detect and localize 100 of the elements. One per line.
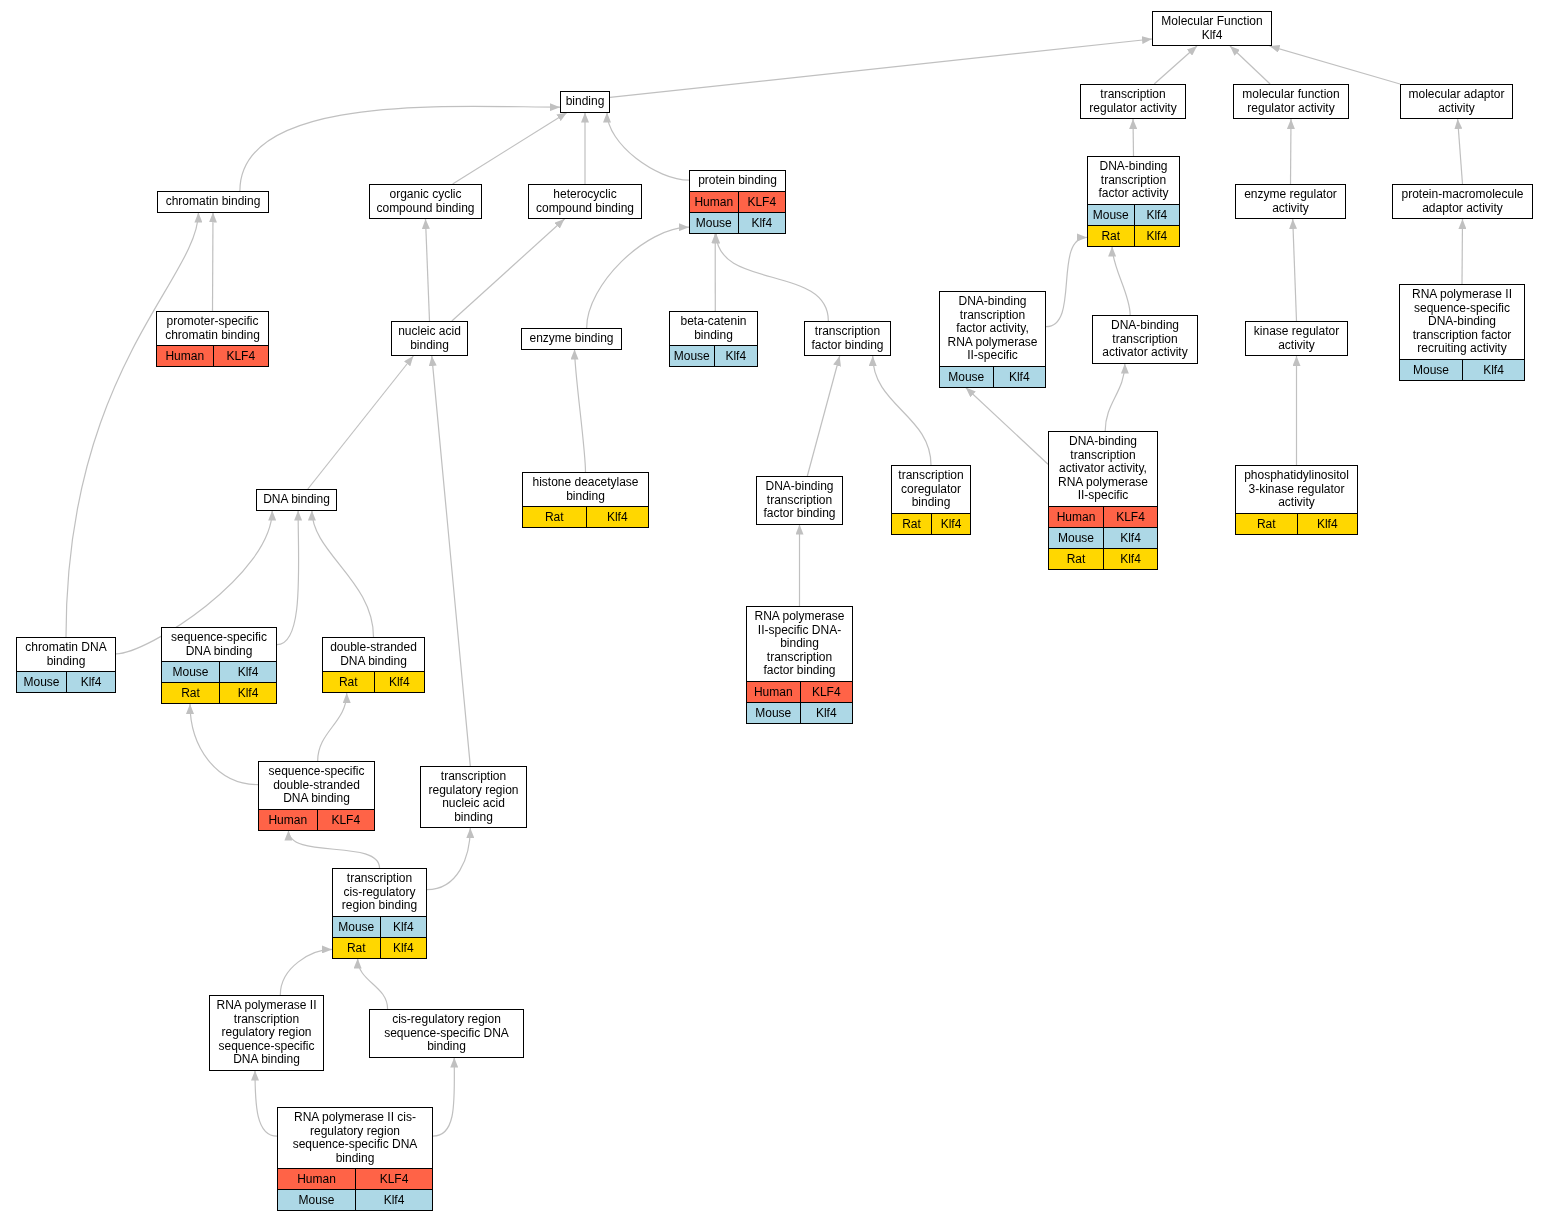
species-cell: Human bbox=[747, 680, 800, 702]
term-box bbox=[746, 606, 853, 724]
arrow bbox=[795, 523, 804, 607]
term-label: nucleic acid binding bbox=[397, 323, 462, 354]
species-cell: Rat bbox=[1088, 224, 1134, 246]
species-cell: Mouse bbox=[1088, 203, 1134, 225]
arrow bbox=[279, 946, 333, 996]
species-cell: Mouse bbox=[278, 1189, 355, 1210]
term-label: beta-catenin binding bbox=[679, 313, 748, 344]
arrow bbox=[570, 348, 587, 473]
term-box bbox=[391, 321, 468, 356]
term-label: protein-macromolecule adaptor activity bbox=[1400, 186, 1525, 217]
arrow bbox=[276, 509, 303, 646]
term-label: heterocyclic compound binding bbox=[534, 186, 636, 217]
arrow bbox=[1045, 235, 1088, 328]
term-box bbox=[939, 291, 1046, 388]
arrow bbox=[65, 211, 201, 638]
term-label: histone deacetylase binding bbox=[531, 474, 640, 505]
arrow bbox=[586, 224, 690, 329]
arrow bbox=[354, 957, 389, 1010]
term-label: DNA-binding transcription activator activity bbox=[1101, 317, 1189, 361]
term-label: chromatin binding bbox=[164, 193, 262, 210]
species-cell: Mouse bbox=[17, 671, 66, 692]
arrow bbox=[239, 103, 561, 192]
gene-cell: KLF4 bbox=[316, 808, 374, 830]
gene-cell: Klf4 bbox=[373, 671, 424, 692]
gene-cell: KLF4 bbox=[212, 345, 268, 366]
term-label: RNA polymerase II-specific DNA-binding transcription factor binding bbox=[753, 608, 846, 679]
species-cell: Mouse bbox=[1049, 526, 1103, 548]
term-box bbox=[689, 170, 786, 234]
arrow bbox=[432, 1056, 459, 1137]
term-box bbox=[157, 191, 269, 213]
gene-cell: Klf4 bbox=[379, 915, 426, 937]
term-box bbox=[258, 761, 375, 831]
term-label: phosphatidylinositol 3-kinase regulator activity bbox=[1243, 467, 1350, 511]
arrow bbox=[1292, 355, 1301, 466]
species-cell: Mouse bbox=[690, 211, 738, 233]
term-label: cis-regulatory region sequence-specific DNA binding bbox=[383, 1011, 510, 1055]
arrow bbox=[115, 509, 275, 655]
term-label: Molecular Function Klf4 bbox=[1160, 13, 1264, 44]
species-cell: Mouse bbox=[333, 915, 380, 937]
term-box bbox=[1245, 321, 1348, 356]
gene-cell: KLF4 bbox=[355, 1168, 432, 1189]
species-cell: Rat bbox=[333, 936, 380, 958]
term-box bbox=[1048, 431, 1158, 570]
term-label: transcription regulator activity bbox=[1088, 86, 1178, 117]
gene-cell: Klf4 bbox=[219, 682, 276, 703]
term-box bbox=[1235, 465, 1358, 535]
term-box bbox=[669, 311, 758, 367]
term-box bbox=[1233, 84, 1349, 119]
gene-cell: Klf4 bbox=[713, 345, 757, 366]
gene-cell: Klf4 bbox=[931, 512, 970, 534]
term-box bbox=[756, 476, 843, 525]
gene-cell: Klf4 bbox=[355, 1189, 432, 1210]
term-label: DNA-binding transcription activator activity, RNA polymerase II-specific bbox=[1056, 433, 1149, 504]
term-label: binding bbox=[564, 93, 606, 110]
arrow bbox=[869, 355, 932, 466]
arrow bbox=[186, 703, 259, 786]
term-label: transcription cis-regulatory region binding bbox=[340, 870, 419, 914]
species-cell: Human bbox=[278, 1168, 355, 1189]
arrow bbox=[307, 355, 414, 490]
term-box bbox=[1080, 84, 1186, 119]
arrow bbox=[1289, 218, 1298, 322]
arrow bbox=[1108, 245, 1131, 316]
species-cell: Human bbox=[259, 808, 317, 830]
term-box bbox=[1400, 84, 1513, 119]
gene-cell: Klf4 bbox=[1462, 358, 1524, 380]
arrow bbox=[1269, 44, 1401, 85]
term-box bbox=[1087, 156, 1180, 247]
term-label: transcription coregulator binding bbox=[897, 467, 965, 511]
species-cell: Mouse bbox=[747, 701, 800, 723]
gene-cell: Klf4 bbox=[1296, 512, 1357, 534]
term-label: enzyme binding bbox=[528, 330, 615, 347]
term-box bbox=[522, 472, 649, 528]
arrow bbox=[1153, 45, 1198, 85]
term-box bbox=[804, 321, 891, 356]
term-label: transcription factor binding bbox=[810, 323, 885, 354]
species-cell: Rat bbox=[1049, 547, 1103, 569]
gene-cell: Klf4 bbox=[219, 661, 276, 682]
term-box bbox=[420, 766, 527, 828]
species-cell: Rat bbox=[323, 671, 374, 692]
arrow bbox=[581, 111, 589, 185]
species-cell: Human bbox=[1049, 505, 1103, 527]
arrow bbox=[965, 386, 1049, 465]
term-label: RNA polymerase II transcription regulatory region sequence-specific DNA binding bbox=[215, 997, 318, 1068]
term-box bbox=[1092, 315, 1198, 364]
term-label: DNA-binding transcription factor binding bbox=[762, 478, 837, 522]
gene-cell: KLF4 bbox=[1103, 505, 1157, 527]
term-box bbox=[332, 868, 427, 959]
term-label: sequence-specific DNA binding bbox=[169, 629, 269, 660]
term-box bbox=[528, 184, 642, 219]
term-box bbox=[161, 627, 277, 704]
term-label: protein binding bbox=[697, 172, 778, 189]
term-label: molecular adaptor activity bbox=[1407, 86, 1506, 117]
arrow bbox=[1458, 218, 1467, 285]
term-label: double-stranded DNA binding bbox=[329, 639, 418, 670]
arrow bbox=[309, 509, 375, 638]
term-label: DNA binding bbox=[262, 491, 331, 508]
arrow bbox=[1129, 118, 1138, 157]
term-label: organic cyclic compound binding bbox=[375, 186, 476, 217]
